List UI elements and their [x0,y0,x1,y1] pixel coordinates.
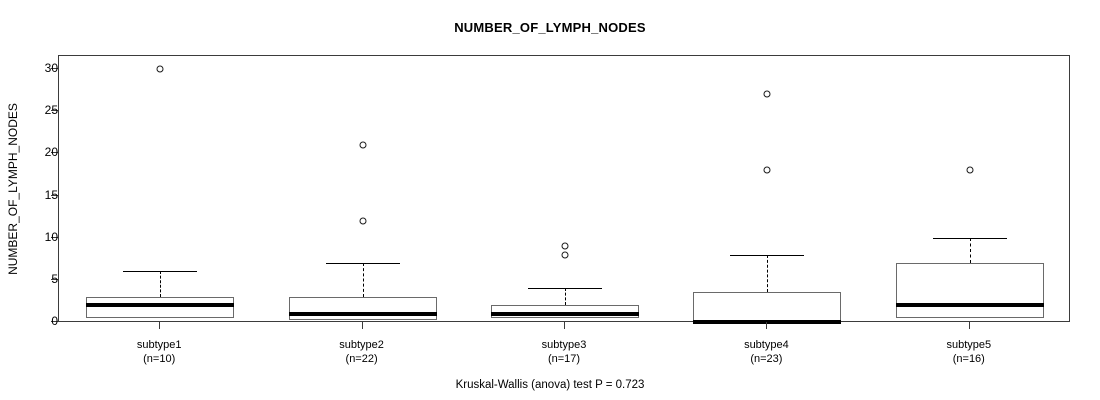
x-tick-mark [361,322,363,329]
box-iqr [288,296,437,320]
x-tick-mark [766,322,768,329]
x-axis-category-label: subtype5 (n=16) [946,338,991,366]
whisker-cap-upper [123,271,198,273]
median-line [895,303,1044,308]
y-tick-mark [51,152,58,154]
category-count: (n=16) [952,353,985,365]
y-tick-mark [51,68,58,69]
median-line [491,311,639,316]
box-iqr [693,292,842,322]
y-tick-mark [51,194,58,196]
x-tick-mark [968,322,970,329]
y-tick-mark [51,236,58,238]
category-name: subtype2 [339,339,384,351]
whisker-cap-upper [528,288,602,290]
category-count: (n=10) [143,353,176,365]
median-line [86,303,235,308]
outlier-point [156,65,164,73]
y-tick-label: 20 [44,145,58,160]
outlier-point [359,141,367,149]
box-iqr [86,296,235,318]
category-count: (n=17) [547,353,581,365]
plot-area [58,55,1070,324]
x-tick-mark [564,322,565,329]
x-axis-category-label: subtype2 (n=22) [339,338,384,366]
outlier-point [763,166,771,174]
category-name: subtype3 [541,339,587,351]
y-tick-mark [51,278,58,280]
y-tick-label: 15 [44,187,58,202]
y-tick-mark [51,110,58,112]
x-tick-mark [159,322,161,329]
whisker-upper [362,262,364,297]
box-iqr [895,262,1044,318]
y-tick-mark [51,321,58,322]
statistical-test-annotation: Kruskal-Wallis (anova) test P = 0.723 [455,379,645,391]
whisker-cap-upper [325,262,400,264]
x-axis-category-label: subtype1 (n=10) [137,338,182,366]
whisker-cap-upper [730,254,805,256]
y-tick-label: 0 [51,314,58,328]
y-tick-label: 25 [44,103,58,118]
median-line [288,311,437,316]
category-name: subtype1 [136,339,182,351]
outlier-point [966,166,974,174]
whisker-upper [969,237,971,263]
y-tick-label: 10 [44,229,58,244]
whisker-upper [160,271,162,297]
category-name: subtype4 [744,339,789,351]
outlier-point [359,217,367,225]
whisker-upper [767,254,769,293]
median-line [693,320,842,324]
y-tick-label: 5 [51,271,58,286]
outlier-point [763,90,771,98]
whisker-cap-upper [932,237,1007,239]
page-title: NUMBER_OF_LYMPH_NODES [454,20,646,35]
x-axis-category-label: subtype4 (n=23) [744,338,789,366]
y-axis: 0 5 10 15 20 25 30 [0,0,58,400]
outlier-point [561,242,569,250]
category-count: (n=23) [750,353,783,365]
x-axis-category-label: subtype3 (n=17) [542,338,587,366]
category-name: subtype5 [946,339,992,351]
category-count: (n=22) [345,353,378,365]
whisker-upper [565,288,566,306]
outlier-point [561,251,569,259]
y-tick-label: 30 [44,61,58,75]
